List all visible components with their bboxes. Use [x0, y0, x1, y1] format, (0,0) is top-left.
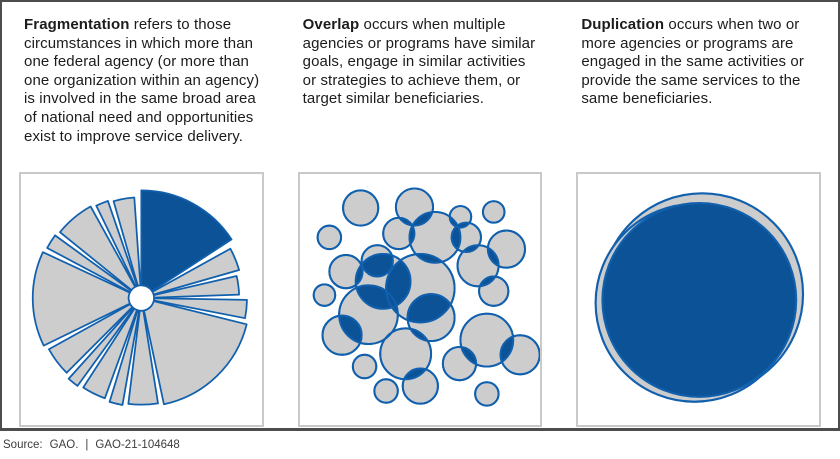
source-separator: |: [85, 439, 89, 451]
duplication-column: Duplication occurs when two or more agen…: [576, 14, 821, 428]
source-line: Source: GAO. | GAO-21-104648: [3, 439, 180, 451]
source-value: GAO.: [49, 439, 79, 451]
duplication-term: Duplication: [581, 16, 665, 33]
overlap-term: Overlap: [302, 16, 360, 33]
fragmentation-definition-text: refers to those circumstances in which m…: [24, 16, 260, 145]
duplication-definition: Duplication occurs when two or more agen…: [576, 14, 821, 172]
fragmentation-term: Fragmentation: [24, 16, 130, 33]
source-label: Source:: [3, 439, 43, 451]
overlap-definition-text: occurs when multiple agencies or program…: [302, 16, 536, 108]
fragmentation-graphic: [31, 189, 248, 406]
duplication-graphic: [594, 192, 805, 403]
overlap-column: Overlap occurs when multiple agencies or…: [297, 14, 543, 428]
fragmentation-column: Fragmentation refers to those circumstan…: [19, 14, 264, 428]
overlap-graphic: [312, 187, 541, 407]
overlap-definition: Overlap occurs when multiple agencies or…: [298, 14, 543, 172]
report-number: GAO-21-104648: [95, 439, 180, 451]
definitions-box: Fragmentation refers to those circumstan…: [0, 0, 840, 431]
overlap-panel: [297, 172, 543, 427]
fragmentation-panel: [19, 172, 264, 427]
duplication-definition-text: occurs when two or more agencies or prog…: [581, 16, 804, 108]
duplication-panel: [576, 172, 821, 427]
fragmentation-definition: Fragmentation refers to those circumstan…: [19, 14, 264, 172]
